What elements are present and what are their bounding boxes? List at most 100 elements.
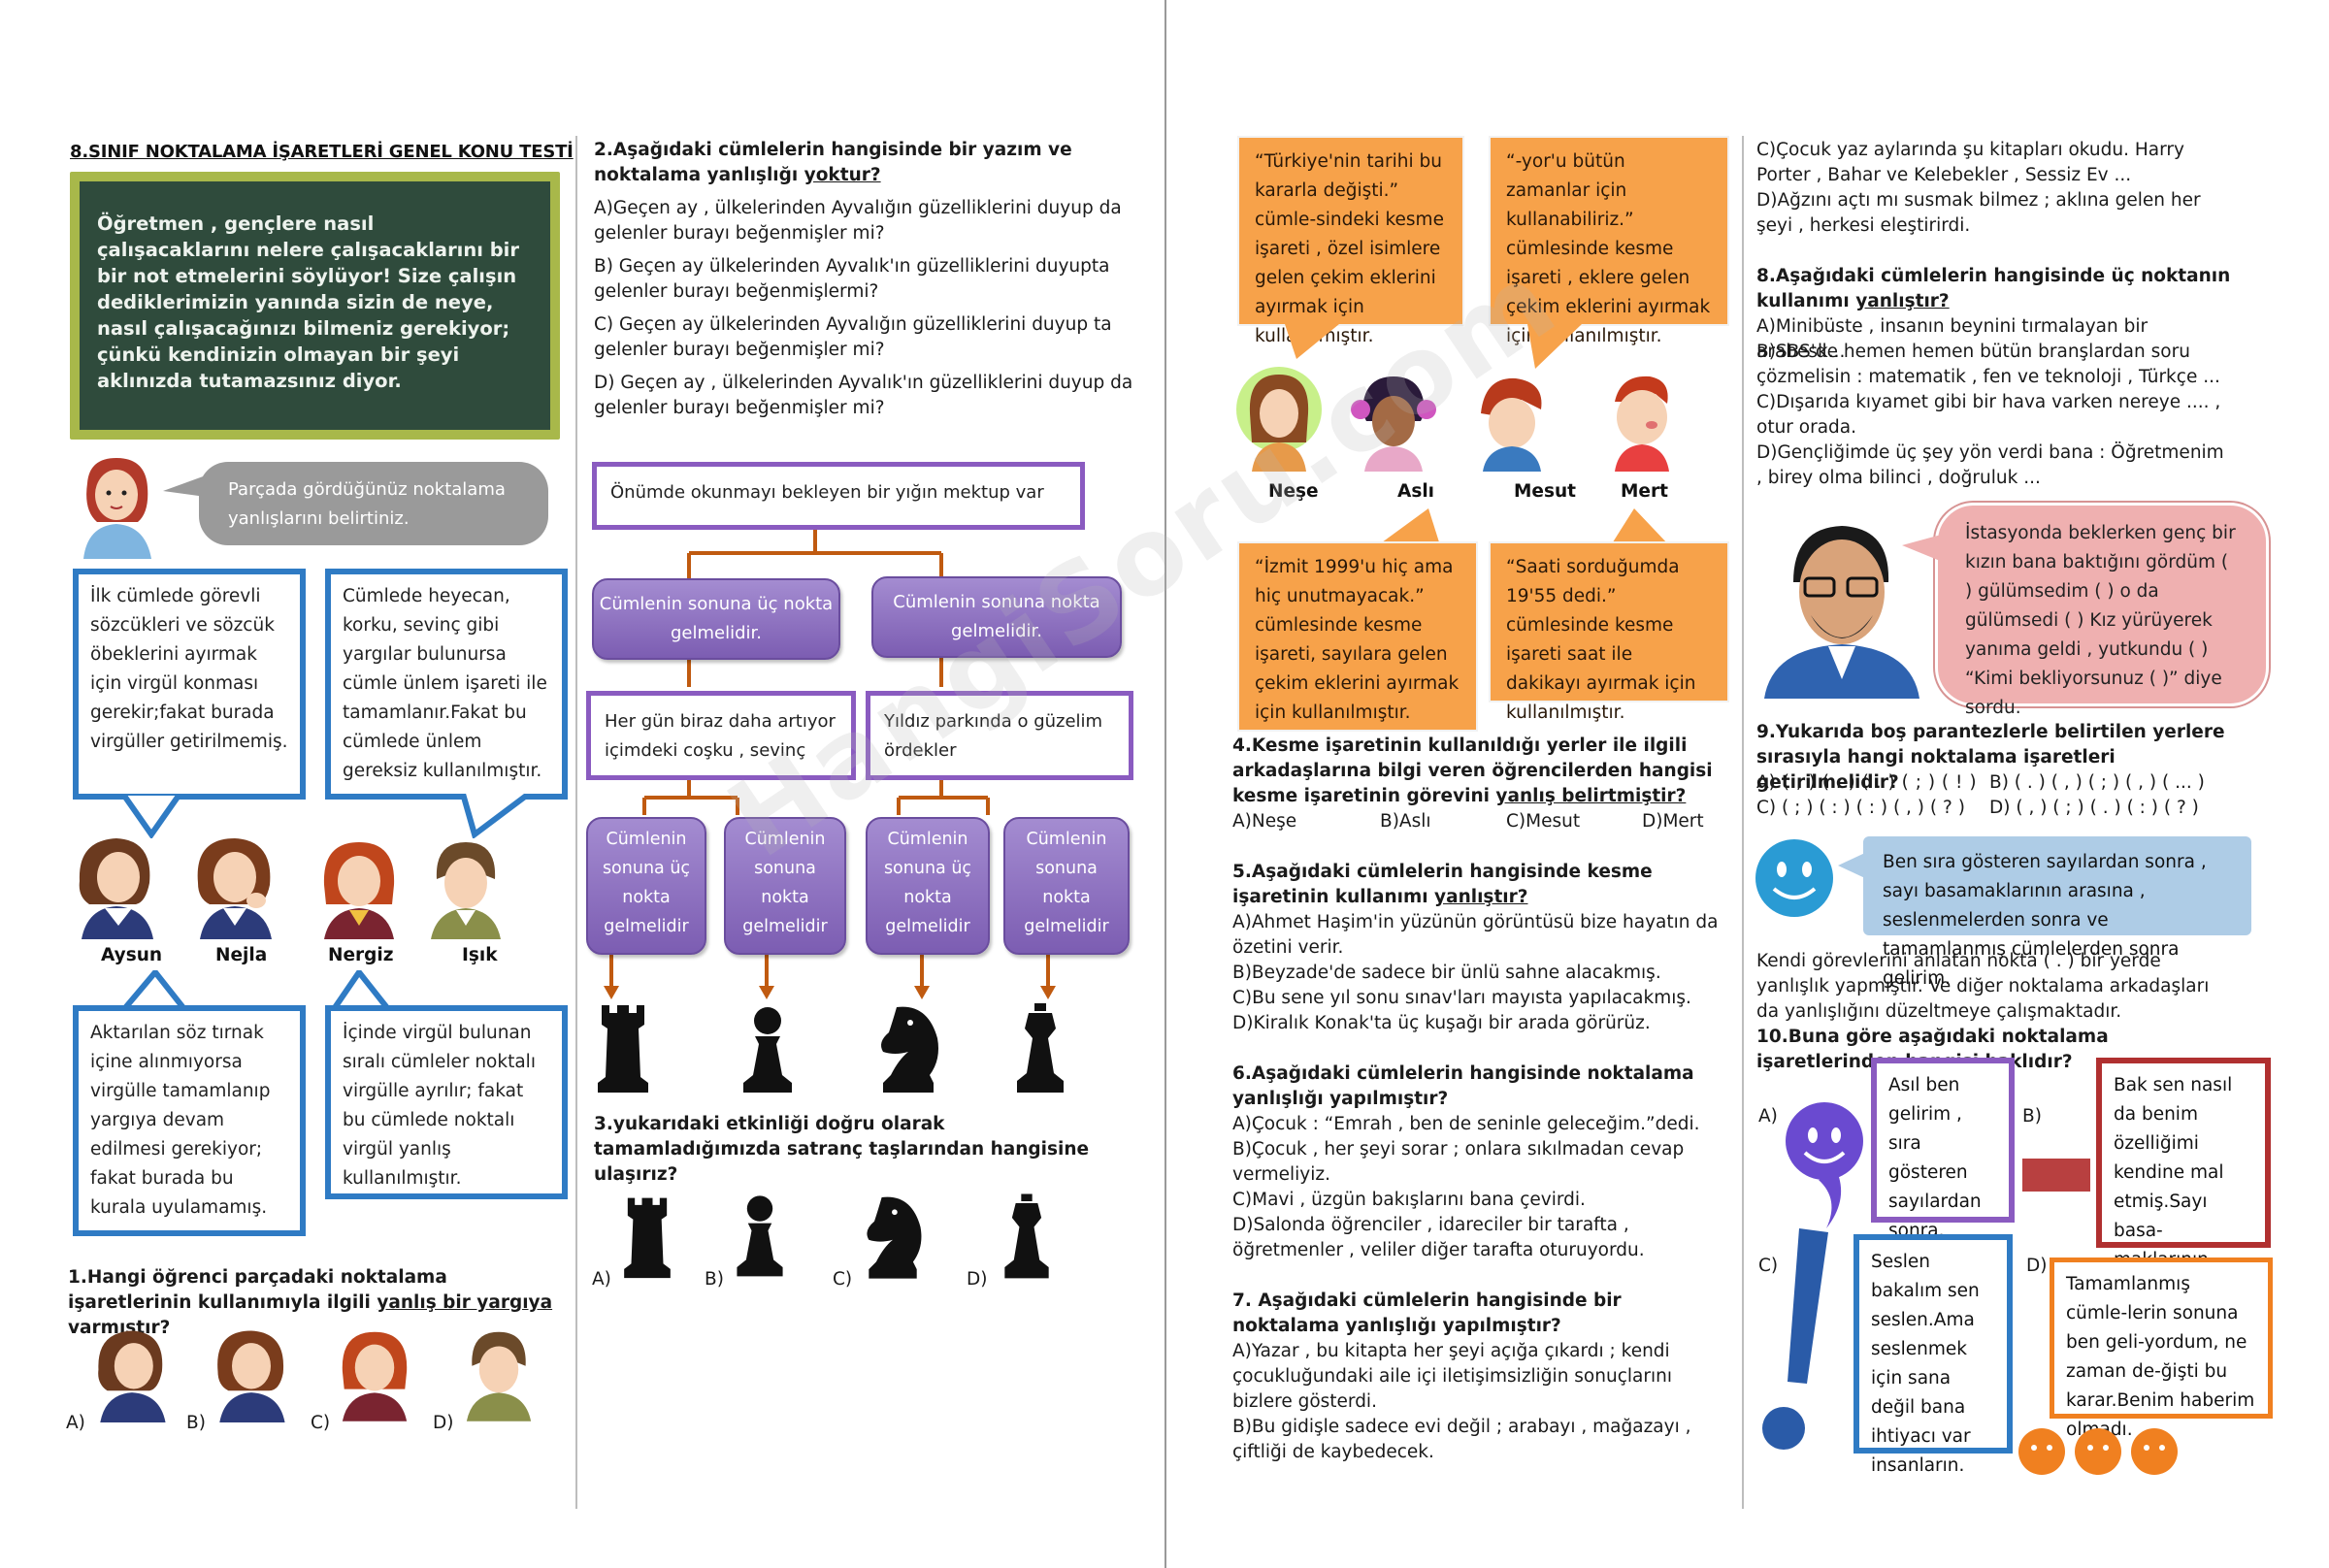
- option-d-label: D): [2026, 1256, 2048, 1276]
- option-b-hyphen-box: Bak sen nasıl da benim özelliğimi kendin…: [2096, 1058, 2271, 1328]
- option-b-pawn-icon: [737, 1195, 783, 1277]
- option-a-aysun-image: [98, 1330, 166, 1422]
- question-9-option-d: D) ( , ) ( ; ) ( . ) ( : ) ( ? ): [1989, 798, 2199, 818]
- question-7-option-b: B)Bu gidişle sadece evi değil ; arabayı …: [1232, 1417, 1691, 1462]
- option-c-exclamation-box: Seslen bakalım sen seslen.Ama seslenmek …: [1853, 1234, 2013, 1476]
- question-9-option-c: C) ( ; ) ( : ) ( : ) ( , ) ( ? ): [1756, 798, 1965, 818]
- column-divider: [1742, 136, 1744, 1509]
- isik-statement-box: İçinde virgül bulunan sıralı cümleler no…: [325, 1005, 568, 1199]
- bubble-tail: [461, 794, 531, 838]
- question-4-option-c: C)Mesut: [1506, 811, 1581, 832]
- question-2-option-d: D) Geçen ay , ülkelerinden Ayvalık'ın gü…: [594, 373, 1133, 418]
- bubble-tail: [1902, 534, 1945, 563]
- page-divider: [1164, 0, 1166, 1568]
- question-4-option-b: B)Aslı: [1380, 811, 1431, 832]
- option-a-comma-box: Asıl ben gelirim , sıra gösteren sayılar…: [1871, 1058, 2015, 1241]
- aysun-statement-box: İlk cümlede görevli sözcükleri ve sözcük…: [73, 569, 306, 800]
- option-c-nergiz-image: [342, 1331, 408, 1421]
- mert-speech-bubble: “Saati sorduğumda 19'55 dedi.” cümlesind…: [1489, 541, 1729, 723]
- option-c-label: C): [833, 1269, 853, 1290]
- question-6-option-d: D)Salonda öğrenciler , idareciler bir ta…: [1232, 1215, 1645, 1260]
- flowchart-root-sentence: Önümde okunmayı bekleyen bir yığın mektu…: [592, 462, 1085, 530]
- option-c-knight-icon: [867, 1196, 922, 1279]
- asli-avatar: [1351, 376, 1436, 472]
- question-3: 3.yukarıdaki etkinliği doğru olarak tama…: [594, 1114, 1090, 1185]
- flowchart-sentence-left: Her gün biraz daha artıyor içimdeki coşk…: [586, 691, 856, 780]
- pawn-icon: [743, 1007, 792, 1093]
- kid-name-asli: Aslı: [1397, 481, 1435, 502]
- question-10-intro: Kendi görevlerini anlatan nokta ( . ) bi…: [1756, 951, 2210, 1022]
- bubble-tail: [1838, 852, 1867, 879]
- option-d-label: D): [433, 1413, 454, 1433]
- flowchart-sentence-right: Yıldız parkında o güzelim ördekler: [866, 691, 1133, 780]
- question-6-option-c: C)Mavi , üzgün bakışlarını bana çevirdi.: [1232, 1190, 1586, 1210]
- dot-speech-bubble: Ben sıra gösteren sayılardan sonra , say…: [1863, 836, 2251, 989]
- three-dots-character-icon: [2018, 1428, 2178, 1475]
- question-4: 4.Kesme işaretinin kullanıldığı yerler i…: [1232, 735, 1713, 806]
- bubble-tail: [1378, 508, 1440, 545]
- aysun-avatar: [79, 838, 153, 939]
- question-9: 9.Yukarıda boş parantezlerle belirtilen …: [1756, 722, 2225, 793]
- bearded-man-illustration: [1764, 526, 1919, 699]
- question-5: 5.Aşağıdaki cümlelerin hangisinde kesme …: [1232, 862, 1653, 907]
- student-name-isik: Işık: [462, 945, 498, 965]
- option-b-label: B): [705, 1269, 724, 1290]
- option-c-label: C): [311, 1413, 331, 1433]
- man-speech-bubble: İstasyonda beklerken genç bir kızın bana…: [1935, 503, 2269, 718]
- option-b-nejla-image: [217, 1330, 285, 1422]
- question-7-option-d: D)Ağzını açtı mı susmak bilmez ; aklına …: [1756, 190, 2201, 236]
- flowchart-pill-left: Cümlenin sonuna üç nokta gelmelidir.: [592, 578, 840, 660]
- option-d-bishop-icon: [1004, 1193, 1049, 1279]
- student-name-nergiz: Nergiz: [328, 945, 394, 965]
- students-row: [68, 833, 563, 939]
- kid-name-mesut: Mesut: [1514, 481, 1576, 502]
- student-name-aysun: Aysun: [101, 945, 163, 965]
- kid-name-mert: Mert: [1621, 481, 1668, 502]
- question-7-option-c: C)Çocuk yaz aylarında şu kitapları okudu…: [1756, 140, 2184, 185]
- flowchart-leaf-4: Cümlenin sonuna nokta gelmelidir: [1003, 817, 1130, 955]
- exclamation-character-icon: [1762, 1228, 1828, 1450]
- question-2: 2.Aşağıdaki cümlelerin hangisinde bir ya…: [594, 140, 1072, 185]
- question-1-options: A) B) C) D): [66, 1325, 561, 1433]
- bubble-tail: [121, 796, 181, 838]
- bubble-tail: [121, 970, 187, 1011]
- column-divider: [575, 136, 577, 1509]
- question-6: 6.Aşağıdaki cümlelerin hangisinde noktal…: [1232, 1063, 1694, 1109]
- option-b-label: B): [2022, 1106, 2042, 1127]
- mert-avatar: [1615, 376, 1669, 472]
- teacher-speech-bubble: Parçada gördüğünüz noktalama yanlışların…: [199, 462, 548, 545]
- flowchart-leaf-2: Cümlenin sonuna nokta gelmelidir: [724, 817, 846, 955]
- option-a-label: A): [592, 1269, 611, 1290]
- bubble-tail: [331, 970, 391, 1011]
- nese-avatar: [1236, 367, 1322, 472]
- question-8-option-d: D)Gençliğimde üç şey yön verdi bana : Öğ…: [1756, 442, 2224, 488]
- question-2-option-b: B) Geçen ay ülkelerinden Ayvalık'ın güze…: [594, 256, 1110, 302]
- kid-name-nese: Neşe: [1268, 481, 1319, 502]
- question-7-option-a: A)Yazar , bu kitapta her şeyi açığa çıka…: [1232, 1341, 1672, 1412]
- comma-character-icon: [1786, 1102, 1863, 1228]
- isik-avatar: [431, 842, 501, 939]
- flowchart-leaf-3: Cümlenin sonuna üç nokta gelmelidir: [866, 817, 990, 955]
- nese-speech-bubble: “Türkiye'nin tarihi bu kararla değişti.”…: [1237, 136, 1464, 346]
- mesut-avatar: [1481, 377, 1542, 472]
- question-5-option-b: B)Beyzade'de sadece bir ünlü sahne alaca…: [1232, 963, 1661, 983]
- kids-row: [1230, 365, 1735, 481]
- option-c-label: C): [1758, 1256, 1779, 1276]
- bishop-icon: [1017, 1003, 1064, 1093]
- bubble-tail: [163, 475, 206, 497]
- option-a-label: A): [66, 1413, 85, 1433]
- flowchart-chess-pieces: [588, 999, 1132, 1096]
- asli-speech-bubble: “-yor'u bütün zamanlar için kullanabilir…: [1489, 136, 1729, 346]
- rook-icon: [598, 1005, 648, 1093]
- option-d-three-dots-box: Tamamlanmış cümle-lerin sonuna ben geli-…: [2050, 1258, 2273, 1440]
- option-d-isik-image: [466, 1331, 532, 1421]
- nergiz-avatar: [323, 842, 395, 939]
- question-9-option-a: A) ( , ) ( . ) ( . ) ( ; ) ( ! ): [1756, 772, 1977, 793]
- chalkboard-passage: Öğretmen , gençlere nasıl çalışacakların…: [70, 172, 560, 440]
- question-5-option-c: C)Bu sene yıl sonu sınav'ları mayısta ya…: [1232, 988, 1691, 1008]
- nejla-avatar: [197, 838, 272, 939]
- option-d-label: D): [967, 1269, 988, 1290]
- option-a-label: A): [1758, 1106, 1778, 1127]
- option-a-rook-icon: [624, 1197, 671, 1279]
- question-5-option-d: D)Kiralık Konak'ta üç kuşağı bir arada g…: [1232, 1013, 1651, 1033]
